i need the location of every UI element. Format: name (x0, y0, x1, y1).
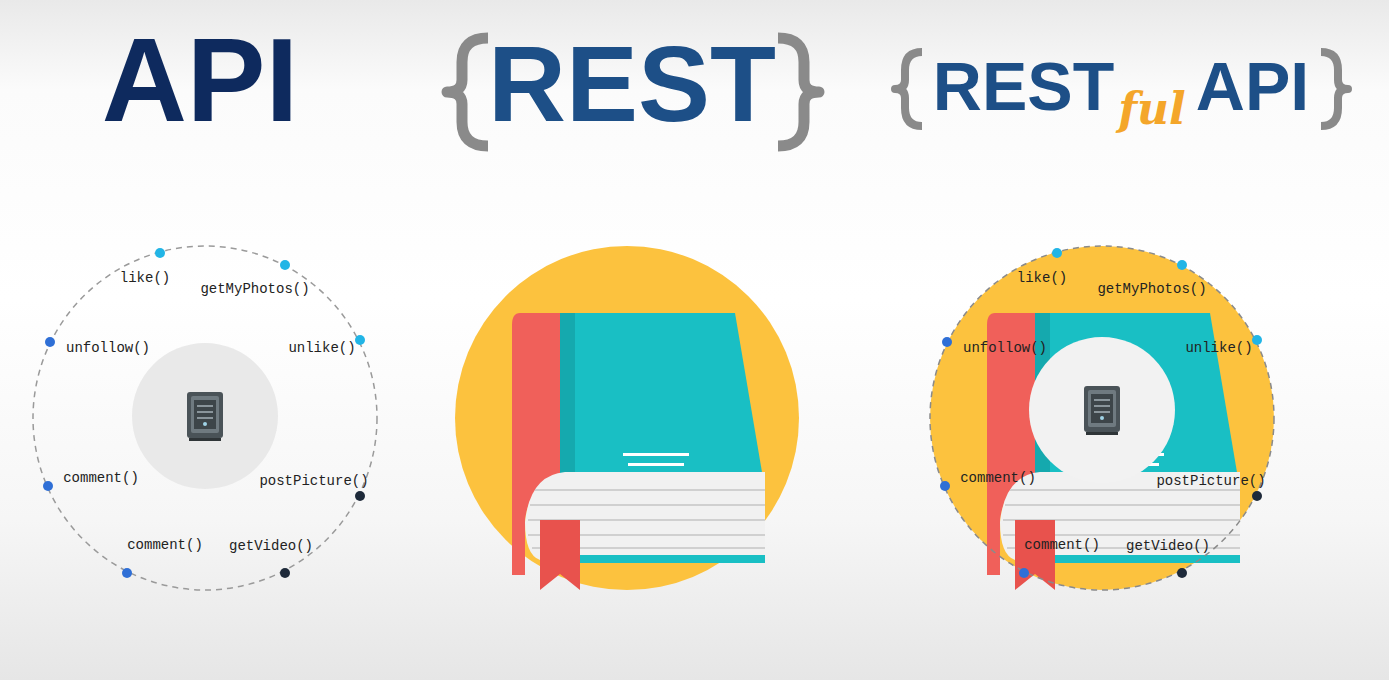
left-brace (895, 52, 922, 126)
method-name: postPicture() (259, 474, 368, 489)
method-name: getMyPhotos() (200, 282, 309, 297)
method-name: comment() (63, 471, 139, 486)
method-name: unfollow() (963, 341, 1047, 356)
method-name: getVideo() (1126, 539, 1210, 554)
method-name: unlike() (288, 341, 355, 356)
heading-suffix: ful (1118, 87, 1186, 131)
heading: API (102, 21, 299, 139)
method-name: unlike() (1185, 341, 1252, 356)
right-brace (1321, 52, 1348, 126)
rest-figure (455, 246, 799, 590)
heading: API (1196, 52, 1309, 120)
method-name: postPicture() (1156, 474, 1265, 489)
method-name: getVideo() (229, 539, 313, 554)
method-name: comment() (127, 538, 203, 553)
method-name: like() (120, 271, 170, 286)
restful-figure (930, 246, 1274, 590)
method-name: comment() (1024, 538, 1100, 553)
method-name: unfollow() (66, 341, 150, 356)
heading: REST (488, 30, 776, 138)
heading: REST (933, 52, 1114, 120)
left-brace (447, 38, 488, 146)
api-figure (33, 246, 377, 590)
right-brace (778, 38, 819, 146)
restful-heading: RESTfulAPI (933, 52, 1309, 120)
method-name: like() (1017, 271, 1067, 286)
method-name: getMyPhotos() (1097, 282, 1206, 297)
method-name: comment() (960, 471, 1036, 486)
